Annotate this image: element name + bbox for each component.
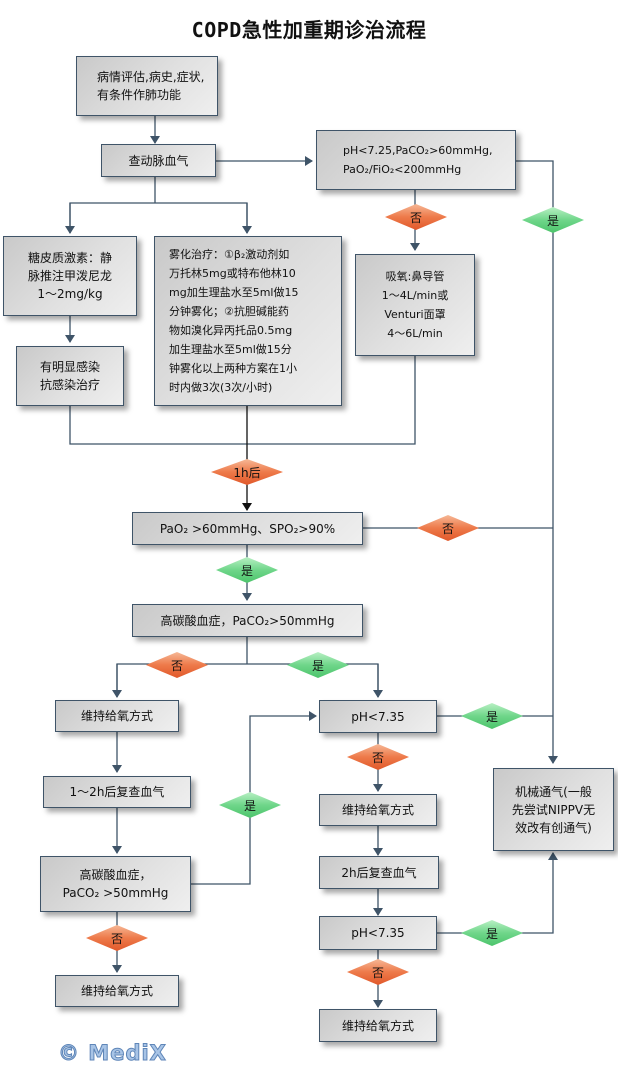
oxygen-text: 吸氧:鼻导管 1～4L/min或 Venturi面罩 4～6L/min (381, 270, 449, 340)
steroid-text: 糖皮质激素：静 脉推注甲泼尼龙 1～2mg/kg (27, 251, 112, 301)
edge-abg-split (69, 177, 248, 233)
oxygenation-check-text: PaO₂ >60mmHg、SPO₂>90% (159, 521, 336, 536)
recheck-1-2h-box: 1～2h后复查血气 (43, 776, 191, 808)
ph-check-1-box: pH<7.35 (319, 700, 437, 733)
maintain-o2-left-box: 维持给氧方式 (55, 700, 179, 732)
hypercapnia-box: 高碳酸血症，PaCO₂>50mmHg (132, 604, 363, 637)
assess-text: 病情评估,病史,症状, 有条件作肺功能 (97, 70, 205, 102)
decision-oxygenation-yes: 是 (216, 557, 278, 583)
assess-box: 病情评估,病史,症状, 有条件作肺功能 (76, 56, 218, 116)
decision-ph2-no: 否 (347, 959, 409, 985)
decision-severe-yes: 是 (522, 207, 584, 233)
edge-join (69, 356, 416, 445)
oxygen-box: 吸氧:鼻导管 1～4L/min或 Venturi面罩 4～6L/min (355, 254, 475, 356)
severe-criteria-text: pH<7.25,PaCO₂>60mmHg, PaO₂/FiO₂<200mmHg (343, 144, 493, 176)
decision-after-1h: 1h后 (211, 459, 283, 485)
recheck-1-2h-text: 1～2h后复查血气 (69, 785, 165, 799)
recheck-2h-text: 2h后复查血气 (341, 865, 417, 880)
hypercapnia-text: 高碳酸血症，PaCO₂>50mmHg (160, 613, 335, 628)
decision-recheck-yes: 是 (219, 792, 281, 818)
maintain-o2-left-bottom-text: 维持给氧方式 (80, 984, 153, 998)
infection-text: 有明显感染 抗感染治疗 (39, 360, 100, 392)
abg-text: 查动脉血气 (128, 153, 189, 168)
maintain-o2-mid-bottom-text: 维持给氧方式 (341, 1018, 414, 1033)
decision-severe-no: 否 (385, 204, 447, 230)
maintain-o2-left-text: 维持给氧方式 (80, 709, 153, 723)
watermark-logo: © MediX (58, 1041, 167, 1065)
ph-check-2-text: pH<7.35 (351, 926, 405, 940)
decision-recheck-no: 否 (86, 925, 148, 951)
hypercapnia-recheck-text: 高碳酸血症， PaCO₂ >50mmHg (62, 868, 169, 900)
maintain-o2-mid-bottom-box: 维持给氧方式 (319, 1009, 437, 1042)
recheck-2h-box: 2h后复查血气 (319, 856, 439, 889)
oxygenation-check-box: PaO₂ >60mmHg、SPO₂>90% (132, 512, 363, 545)
nebulizer-box: 雾化治疗：①β₂激动剂如 万托林5mg或特布他林10 mg加生理盐水至5ml做1… (154, 236, 342, 406)
hypercapnia-recheck-box: 高碳酸血症， PaCO₂ >50mmHg (40, 856, 191, 912)
abg-box: 查动脉血气 (101, 144, 216, 177)
decision-ph1-yes: 是 (461, 703, 523, 729)
maintain-o2-mid-box: 维持给氧方式 (319, 794, 437, 826)
decision-oxygenation-no: 否 (417, 515, 479, 541)
ventilation-text: 机械通气(一般 先尝试NIPPV无 效改有创通气) (511, 784, 596, 835)
maintain-o2-mid-text: 维持给氧方式 (341, 803, 414, 817)
infection-box: 有明显感染 抗感染治疗 (16, 346, 124, 406)
nebulizer-text: 雾化治疗：①β₂激动剂如 万托林5mg或特布他林10 mg加生理盐水至5ml做1… (169, 248, 299, 394)
maintain-o2-left-bottom-box: 维持给氧方式 (55, 975, 179, 1007)
decision-hypercapnia-yes: 是 (287, 652, 349, 678)
ph-check-2-box: pH<7.35 (319, 916, 437, 950)
ventilation-box: 机械通气(一般 先尝试NIPPV无 效改有创通气) (493, 768, 614, 851)
decision-ph2-yes: 是 (461, 920, 523, 946)
severe-criteria-box: pH<7.25,PaCO₂>60mmHg, PaO₂/FiO₂<200mmHg (316, 130, 516, 190)
decision-ph1-no: 否 (347, 744, 409, 770)
steroid-box: 糖皮质激素：静 脉推注甲泼尼龙 1～2mg/kg (3, 236, 137, 316)
edge-severe-ventilation (516, 160, 558, 764)
ph-check-1-text: pH<7.35 (351, 709, 405, 724)
page-title: COPD急性加重期诊治流程 (191, 18, 427, 42)
decision-hypercapnia-no: 否 (146, 652, 208, 678)
